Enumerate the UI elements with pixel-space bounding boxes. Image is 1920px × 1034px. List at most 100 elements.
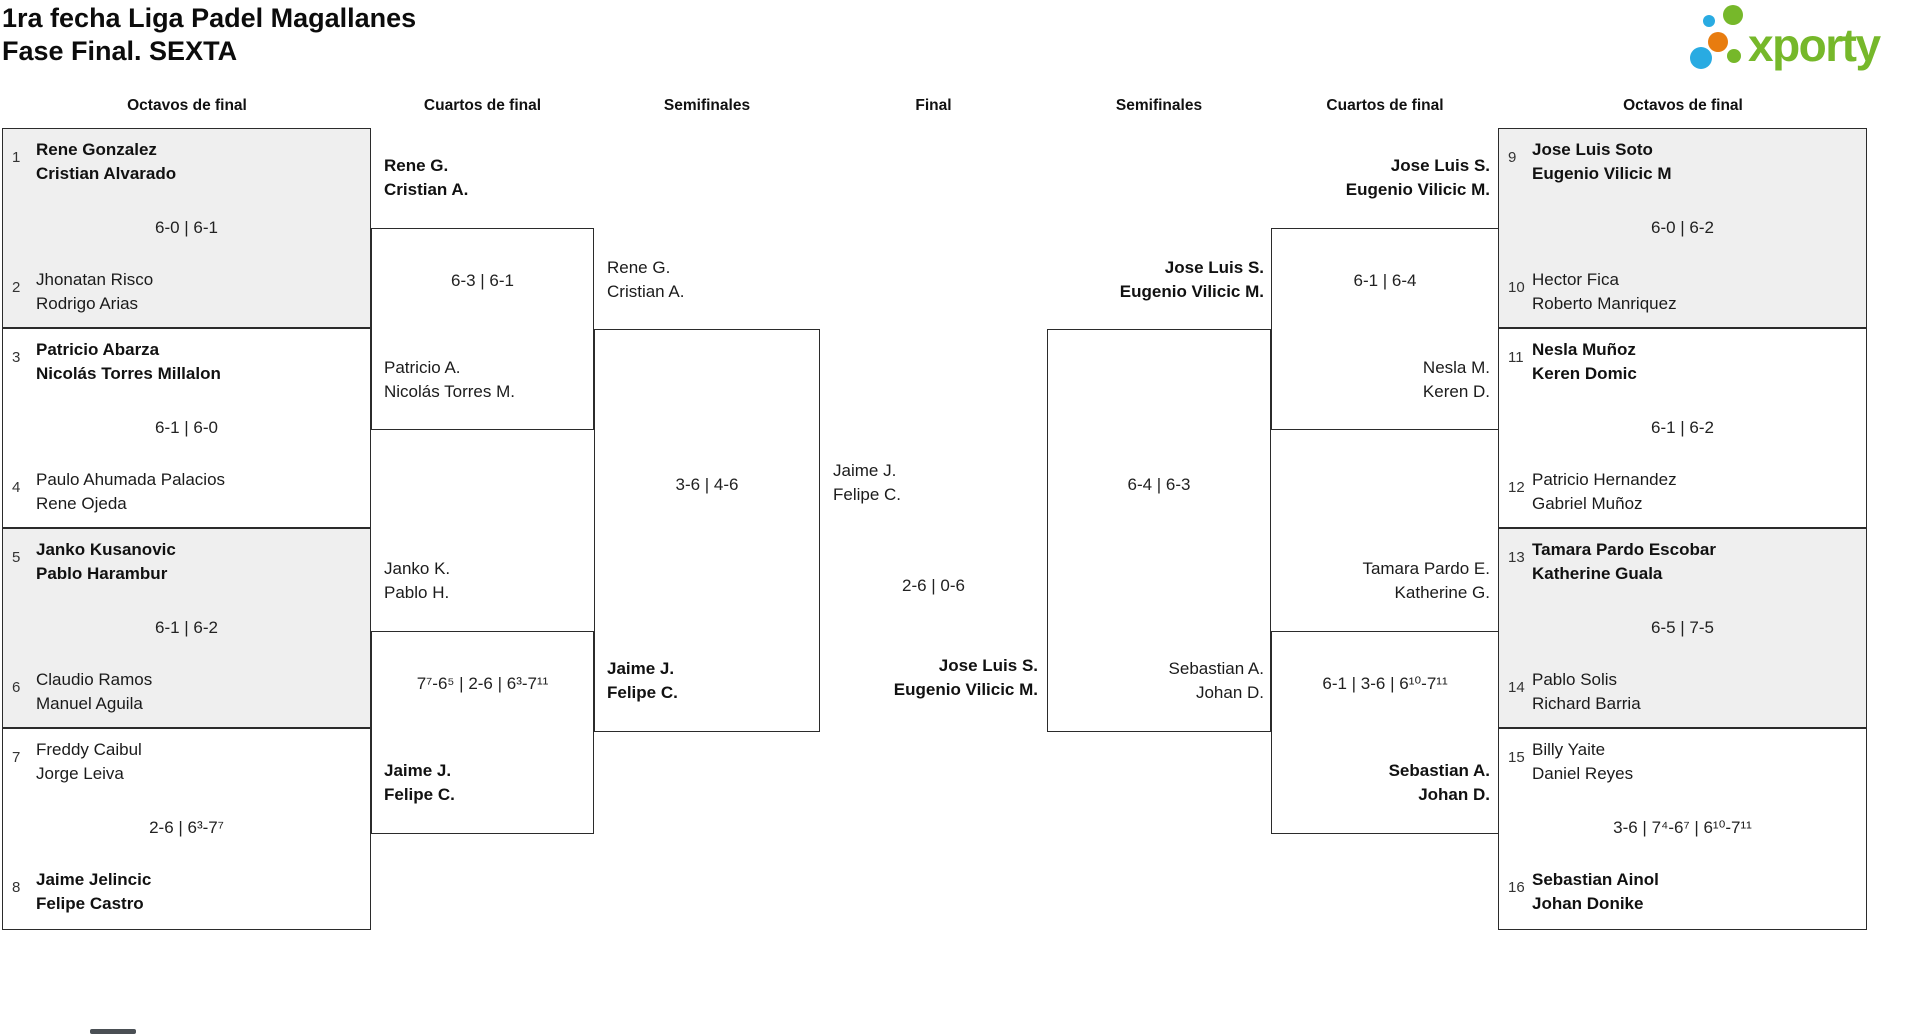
team-name-line: Rene G. <box>384 156 449 175</box>
team-name-line: Gabriel Muñoz <box>1532 494 1643 513</box>
team-pair: Jaime Jelincic Felipe Castro <box>36 868 151 916</box>
team-name-line: Cristian Alvarado <box>36 164 177 183</box>
match-score: 3-6 | 4-6 <box>675 475 739 494</box>
team-pair: Jose Luis S. Eugenio Vilicic M. <box>1047 256 1264 304</box>
seed-number: 16 <box>1508 879 1525 896</box>
team-name-line: Paulo Ahumada Palacios <box>36 470 226 489</box>
match-semifinal-left-box[interactable] <box>594 329 820 732</box>
team-name-line: Patricio A. <box>384 358 461 377</box>
round-header-semis-left: Semifinales <box>663 97 751 114</box>
team-pair: Patricio A. Nicolás Torres M. <box>384 356 515 404</box>
team-pair: Nesla Muñoz Keren Domic <box>1532 338 1637 386</box>
match-cuartos-right-2-box[interactable] <box>1271 631 1499 834</box>
match-semifinal-right-box[interactable] <box>1047 329 1271 732</box>
team-pair: Rene G. Cristian A. <box>384 154 468 202</box>
team-pair: Tamara Pardo Escobar Katherine Guala <box>1532 538 1716 586</box>
team-pair: Jose Luis S. Eugenio Vilicic M. <box>820 654 1038 702</box>
seed-number: 13 <box>1508 549 1525 566</box>
seed-number: 10 <box>1508 279 1525 296</box>
team-pair: Rene Gonzalez Cristian Alvarado <box>36 138 176 186</box>
match-cuartos-right-1-box[interactable] <box>1271 228 1499 430</box>
match-octavos-7[interactable]: 13 Tamara Pardo Escobar Katherine Guala … <box>1498 528 1867 728</box>
logo-wordmark: xporty <box>1748 19 1882 71</box>
round-header-cuartos-left: Cuartos de final <box>423 97 542 114</box>
seed-number: 12 <box>1508 479 1525 496</box>
team-pair: Billy Yaite Daniel Reyes <box>1532 738 1633 786</box>
team-name-line: Felipe C. <box>384 785 455 804</box>
team-name-line: Eugenio Vilicic M <box>1532 164 1672 183</box>
seed-number: 3 <box>12 349 21 366</box>
team-pair: Freddy Caibul Jorge Leiva <box>36 738 142 786</box>
team-name-line: Pablo Solis <box>1532 670 1618 689</box>
team-name-line: Eugenio Vilicic M. <box>893 680 1038 699</box>
team-name-line: Jaime J. <box>607 659 675 678</box>
team-pair: Jose Luis Soto Eugenio Vilicic M <box>1532 138 1672 186</box>
seed-number: 14 <box>1508 679 1525 696</box>
team-name-line: Jaime Jelincic <box>36 870 152 889</box>
team-name-line: Felipe Castro <box>36 894 144 913</box>
match-score: 6-1 | 6-0 <box>154 418 218 437</box>
match-score: 6-4 | 6-3 <box>1127 475 1191 494</box>
team-name-line: Cristian A. <box>607 282 685 301</box>
match-octavos-5[interactable]: 9 Jose Luis Soto Eugenio Vilicic M 6-0 |… <box>1498 128 1867 328</box>
match-score: 6-1 | 6-4 <box>1353 271 1417 290</box>
match-cuartos-left-1-box[interactable] <box>371 228 594 430</box>
match-octavos-1[interactable]: 1 Rene Gonzalez Cristian Alvarado 6-0 | … <box>2 128 371 328</box>
team-name-line: Rene G. <box>607 258 671 277</box>
logo-dot-orange <box>1708 32 1728 52</box>
page-title-line2: Fase Final. SEXTA <box>2 36 238 66</box>
team-pair: Janko K. Pablo H. <box>384 557 450 605</box>
round-header-octavos-left: Octavos de final <box>127 97 247 114</box>
team-name-line: Patricio Hernandez <box>1532 470 1677 489</box>
logo-dot-blue-big <box>1690 47 1712 69</box>
match-score: 2-6 | 0-6 <box>901 576 965 595</box>
xporty-logo[interactable]: xporty <box>1686 2 1912 74</box>
match-octavos-3[interactable]: 5 Janko Kusanovic Pablo Harambur 6-1 | 6… <box>2 528 371 728</box>
team-name-line: Johan Donike <box>1532 894 1644 913</box>
team-name-line: Nesla M. <box>1422 358 1490 377</box>
match-octavos-2[interactable]: 3 Patricio Abarza Nicolás Torres Millalo… <box>2 328 371 528</box>
team-name-line: Claudio Ramos <box>36 670 153 689</box>
seed-number: 2 <box>12 279 21 296</box>
match-octavos-8[interactable]: 15 Billy Yaite Daniel Reyes 3-6 | 7⁴-6⁷ … <box>1498 728 1867 930</box>
team-name-line: Pablo H. <box>384 583 450 602</box>
seed-number: 1 <box>12 149 21 166</box>
team-name-line: Rene Ojeda <box>36 494 127 513</box>
team-name-line: Keren Domic <box>1532 364 1637 383</box>
match-score: 6-0 | 6-1 <box>154 218 218 237</box>
team-pair: Patricio Abarza Nicolás Torres Millalon <box>36 338 221 386</box>
round-header-octavos-right: Octavos de final <box>1623 97 1743 114</box>
team-name-line: Sebastian A. <box>1168 659 1264 678</box>
team-name-line: Jose Luis S. <box>938 656 1038 675</box>
seed-number: 4 <box>12 479 21 496</box>
match-octavos-4[interactable]: 7 Freddy Caibul Jorge Leiva 2-6 | 6³-7⁷ … <box>2 728 371 930</box>
team-pair: Sebastian A. Johan D. <box>1047 657 1264 705</box>
page-title-line1: 1ra fecha Liga Padel Magallanes <box>2 3 417 33</box>
team-pair: Patricio Hernandez Gabriel Muñoz <box>1532 468 1677 516</box>
team-name-line: Katherine Guala <box>1532 564 1663 583</box>
seed-number: 8 <box>12 879 21 896</box>
team-name-line: Felipe C. <box>833 485 902 504</box>
match-cuartos-left-2-box[interactable] <box>371 631 594 834</box>
team-name-line: Roberto Manriquez <box>1532 294 1677 313</box>
team-name-line: Jose Luis S. <box>1164 258 1264 277</box>
team-name-line: Nesla Muñoz <box>1532 340 1636 359</box>
match-score: 6-1 | 6-2 <box>154 618 218 637</box>
seed-number: 15 <box>1508 749 1525 766</box>
team-name-line: Jhonatan Risco <box>36 270 154 289</box>
team-name-line: Freddy Caibul <box>36 740 142 759</box>
team-name-line: Pablo Harambur <box>36 564 168 583</box>
round-header-semis-right: Semifinales <box>1115 97 1203 114</box>
team-name-line: Cristian A. <box>384 180 469 199</box>
team-name-line: Johan D. <box>1418 785 1490 804</box>
scrollbar-thumb[interactable] <box>90 1029 136 1034</box>
team-name-line: Sebastian Ainol <box>1532 870 1659 889</box>
logo-dot-blue-small <box>1703 15 1715 27</box>
match-score: 6-0 | 6-2 <box>1650 218 1714 237</box>
team-name-line: Keren D. <box>1422 382 1490 401</box>
team-name-line: Daniel Reyes <box>1532 764 1634 783</box>
match-octavos-6[interactable]: 11 Nesla Muñoz Keren Domic 6-1 | 6-2 12 … <box>1498 328 1867 528</box>
team-name-line: Janko K. <box>384 559 451 578</box>
team-pair: Hector Fica Roberto Manriquez <box>1532 268 1677 316</box>
